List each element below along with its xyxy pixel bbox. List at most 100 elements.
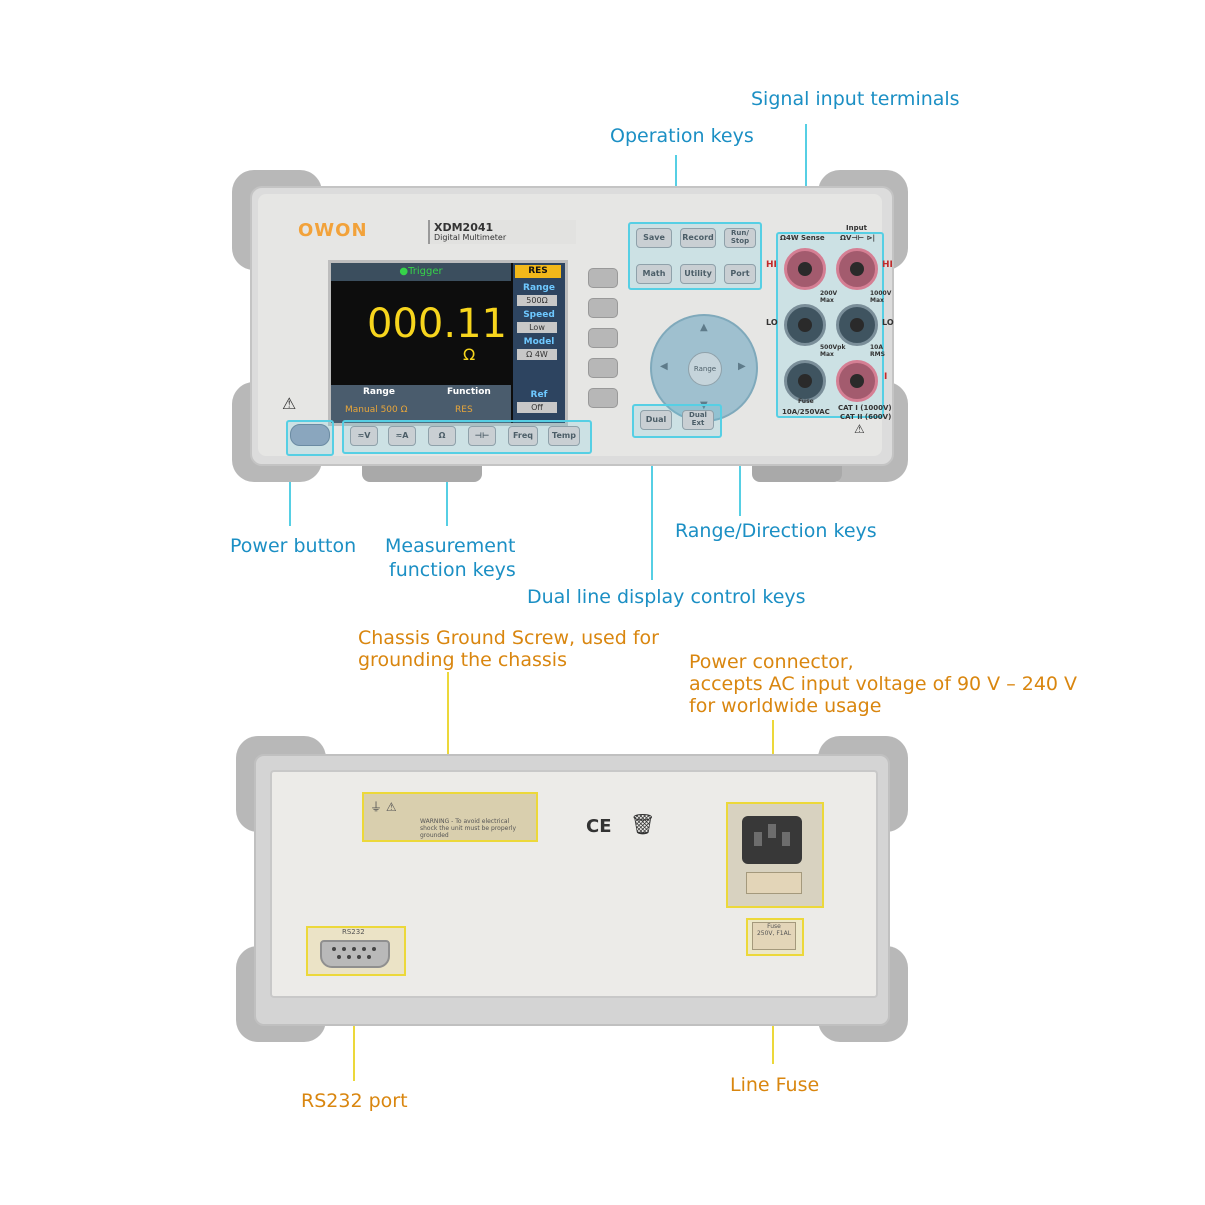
hi-right-label: HI [882, 260, 893, 270]
label-power-connector-l3: for worldwide usage [689, 695, 882, 717]
math-key[interactable]: Math [636, 264, 672, 284]
trigger-indicator: ●Trigger [331, 263, 511, 281]
capacitance-key[interactable]: ⊣⊢ [468, 426, 496, 446]
cat-rating: CAT I (1000V) [838, 404, 892, 412]
warning-icon: ⚠ [282, 394, 297, 413]
main-reading: 000.11 [367, 301, 507, 347]
front-faceplate: OWON XDM2041 Digital Multimeter ●Trigger… [258, 194, 894, 456]
lo-left-label: LO [766, 318, 778, 327]
power-button[interactable] [290, 424, 330, 446]
temp-key[interactable]: Temp [548, 426, 580, 446]
label-dual-line-keys: Dual line display control keys [527, 586, 806, 608]
dcv-key[interactable]: ≂V [350, 426, 378, 446]
right-arrow-icon[interactable]: ▶ [738, 361, 746, 372]
label-measurement-l2: function keys [389, 559, 516, 581]
softkey-5[interactable] [588, 388, 618, 408]
menu-speed-head: Speed [523, 310, 555, 320]
leader-dual [651, 428, 653, 580]
ce-mark: CE [586, 816, 612, 837]
line-fuse-rating: 250V, F1AL [756, 930, 792, 937]
label-chassis-ground-l2: grounding the chassis [358, 649, 567, 671]
mode-tag: RES [515, 265, 561, 278]
save-key[interactable]: Save [636, 228, 672, 248]
softkey-menu: RES Range 500Ω Speed Low Model Ω 4W Ref … [513, 263, 565, 423]
leader-measurement [446, 446, 448, 526]
range-key[interactable]: Range [688, 352, 722, 386]
reading-unit: Ω [463, 345, 476, 364]
softkey-1[interactable] [588, 268, 618, 288]
label-power-button: Power button [230, 535, 357, 557]
ground-label-plate [362, 792, 538, 842]
ground-screw-icon: ⏚ ⚠ [370, 800, 397, 814]
rs232-port[interactable] [320, 940, 390, 968]
left-arrow-icon[interactable]: ◀ [660, 361, 668, 372]
foot-right [752, 462, 842, 482]
terminal-warning-icon: ⚠ [854, 422, 865, 436]
dual-key[interactable]: Dual [640, 410, 672, 430]
max-200v: 200V Max [820, 290, 838, 304]
softkey-3[interactable] [588, 328, 618, 348]
run-stop-key[interactable]: Run/ Stop [724, 228, 756, 248]
label-range-direction-keys: Range/Direction keys [675, 520, 877, 542]
utility-key[interactable]: Utility [680, 264, 716, 284]
label-power-connector-l2: accepts AC input voltage of 90 V – 240 V [689, 673, 1078, 695]
label-operation-keys: Operation keys [610, 125, 754, 147]
menu-range-head: Range [523, 283, 555, 293]
foot-left [362, 462, 482, 482]
input-label: Input [846, 224, 867, 232]
lcd-screen: ●Trigger 000.11 Ω RES Range 500Ω Speed L… [328, 260, 568, 426]
softkey-4[interactable] [588, 358, 618, 378]
input-lo-jack[interactable] [836, 304, 878, 346]
leader-chassis-ground [447, 672, 449, 792]
model-subtitle: Digital Multimeter [434, 233, 507, 242]
fuse-label: Fuse [798, 398, 814, 405]
ground-warning-text: WARNING - To avoid electrical shock the … [420, 818, 517, 839]
record-key[interactable]: Record [680, 228, 716, 248]
menu-model-value: Ω 4W [517, 349, 557, 360]
input-hi-jack[interactable] [836, 248, 878, 290]
menu-range-value: 500Ω [517, 295, 557, 306]
front-body: OWON XDM2041 Digital Multimeter ●Trigger… [250, 186, 894, 466]
port-key[interactable]: Port [724, 264, 756, 284]
label-measurement-l1: Measurement [385, 535, 516, 557]
status-function-value: RES [455, 405, 473, 415]
up-arrow-icon[interactable]: ▲ [700, 322, 708, 333]
input-symbols: ΩV⊣⊢ ⊳| [840, 234, 876, 242]
status-range-value: Manual 500 Ω [345, 405, 408, 415]
rear-plate: ⏚ ⚠ WARNING - To avoid electrical shock … [270, 770, 878, 998]
current-10a-jack[interactable] [784, 360, 826, 402]
rms-10a: 10A RMS [870, 344, 885, 358]
label-power-connector-l1: Power connector, [689, 651, 854, 673]
sense-label: Ω4W Sense [780, 234, 825, 242]
max-1000v: 1000V Max [870, 290, 892, 304]
freq-key[interactable]: Freq [508, 426, 538, 446]
rear-body: ⏚ ⚠ WARNING - To avoid electrical shock … [254, 754, 890, 1026]
ohm-key[interactable]: Ω [428, 426, 456, 446]
current-i-jack[interactable] [836, 360, 878, 402]
rear-panel-device: ⏚ ⚠ WARNING - To avoid electrical shock … [236, 736, 908, 1042]
status-range-head: Range [363, 387, 395, 397]
lo-right-label: LO [882, 318, 894, 327]
status-bar: Range Function Manual 500 Ω RES [331, 385, 511, 423]
rs232-label: RS232 [342, 928, 365, 936]
model-plate [428, 220, 576, 244]
brand-logo: OWON [298, 220, 368, 241]
weee-bin-icon: 🗑 [630, 812, 656, 836]
leader-power-button [289, 444, 291, 526]
status-function-head: Function [447, 387, 491, 397]
i-label: I [884, 372, 888, 382]
menu-ref-value: Off [517, 402, 557, 413]
power-inlet[interactable] [742, 816, 802, 864]
softkey-2[interactable] [588, 298, 618, 318]
sense-hi-jack[interactable] [784, 248, 826, 290]
line-fuse-title: Fuse [767, 923, 781, 930]
dca-key[interactable]: ≂A [388, 426, 416, 446]
label-rs232-port: RS232 port [301, 1090, 408, 1112]
max-500vpk: 500Vpk Max [820, 344, 846, 358]
front-panel-device: OWON XDM2041 Digital Multimeter ●Trigger… [232, 170, 908, 482]
dual-ext-key[interactable]: Dual Ext [682, 410, 714, 430]
sense-lo-jack[interactable] [784, 304, 826, 346]
line-fuse-plate: Fuse 250V, F1AL [752, 922, 796, 950]
inlet-fuse-drawer[interactable] [746, 872, 802, 894]
menu-speed-value: Low [517, 322, 557, 333]
